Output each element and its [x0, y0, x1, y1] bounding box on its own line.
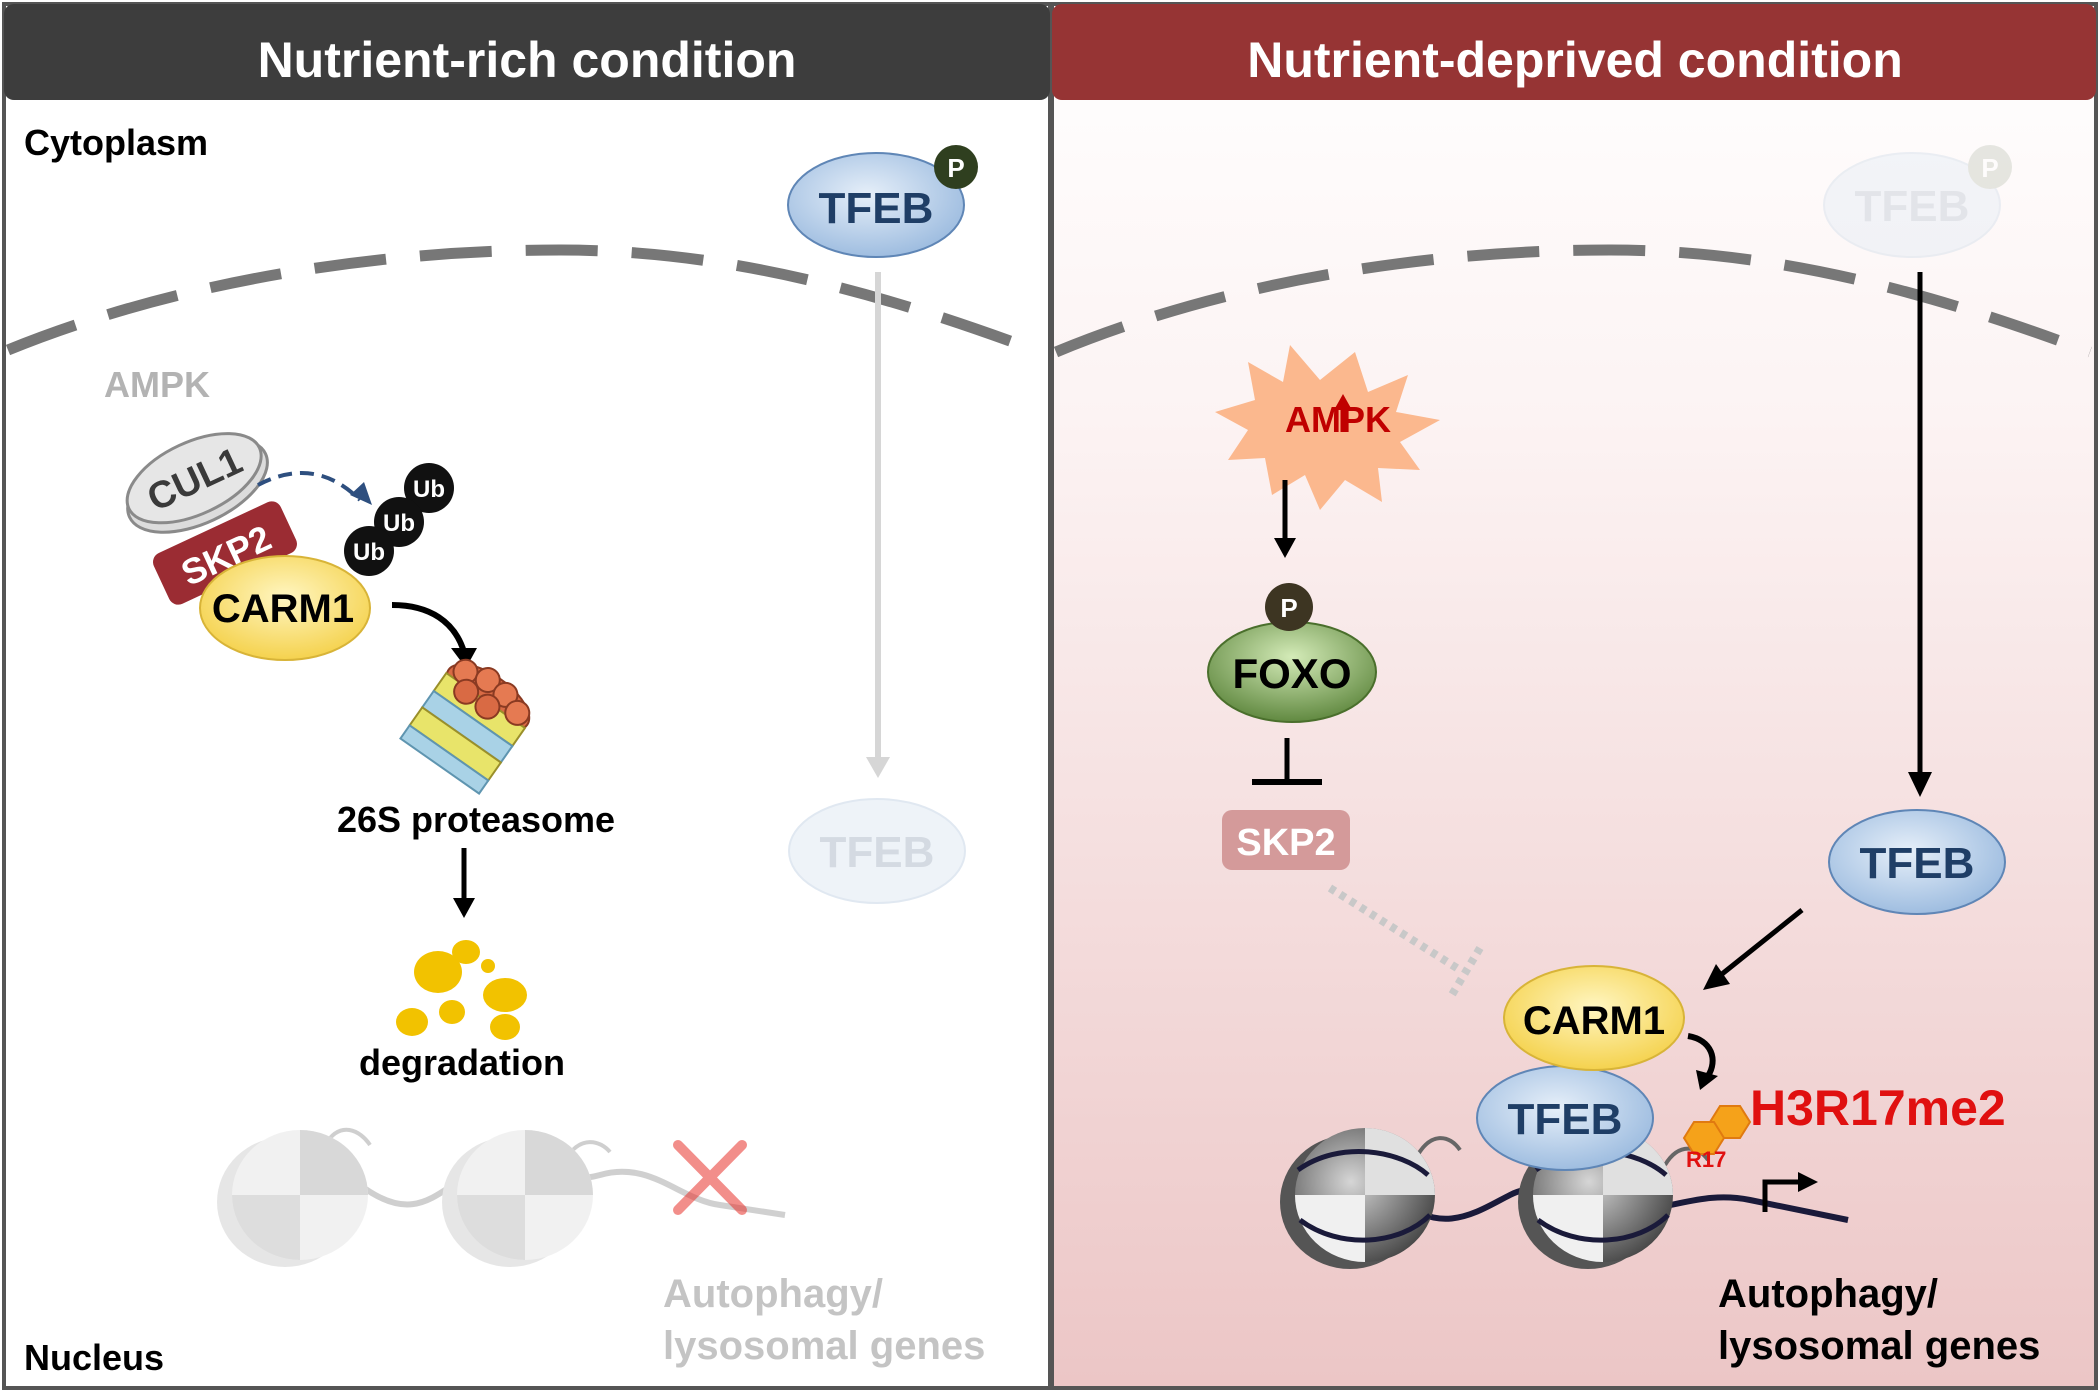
left-header-title: Nutrient-rich condition: [258, 32, 797, 88]
degradation-label: degradation: [359, 1042, 565, 1083]
right-header-bar: [1052, 4, 2096, 100]
proteasome-icon: [399, 658, 531, 795]
r17-label: R17: [1686, 1147, 1726, 1172]
genes-label-line2: lysosomal genes: [1718, 1324, 2040, 1368]
ampk-label-faded: AMPK: [104, 364, 210, 405]
left-panel: Nutrient-rich condition Cytoplasm TFEB P…: [2, 2, 1052, 1390]
right-header-title: Nutrient-deprived condition: [1247, 32, 1903, 88]
tfeb-nucleus-right: TFEB: [1828, 809, 2006, 915]
skp2-label: SKP2: [1236, 822, 1335, 864]
chromatin-left-faded: [217, 1127, 786, 1267]
ub-tag: Ub: [383, 510, 415, 537]
ampk-burst-icon: AMPK: [1215, 345, 1440, 510]
phospho-label: P: [1981, 153, 1998, 183]
carm1-label: CARM1: [212, 587, 354, 631]
tfeb-label: TFEB: [820, 828, 935, 877]
nuclear-envelope: [1053, 244, 2092, 358]
h3r17me2-label: H3R17me2: [1750, 1080, 2006, 1136]
h3r17me2-mark-icon: [1682, 1105, 1752, 1155]
skp2-right-faded: SKP2: [1222, 810, 1350, 870]
proteasome-label: 26S proteasome: [337, 799, 615, 840]
tfeb-label: TFEB: [1855, 182, 1970, 231]
phospho-icon: [934, 145, 978, 189]
transcription-start-arrow-icon: [1762, 1172, 1818, 1212]
genes-label-faded-line1: Autophagy/: [663, 1272, 883, 1316]
nucleosome-icon: [442, 1137, 578, 1267]
tfeb-to-carm1-arrow: [1720, 908, 1804, 976]
degradation-fragments: [396, 940, 527, 1040]
nuclear-envelope: [5, 244, 1042, 358]
genes-label-faded-line2: lysosomal genes: [663, 1324, 985, 1368]
tfeb-nucleus-left: TFEB: [788, 798, 966, 904]
tfeb-cytoplasm-left: TFEB P: [787, 145, 978, 258]
tfeb-label: TFEB: [1860, 839, 1975, 888]
methylation-arrow: [1687, 1033, 1716, 1078]
skp2-block: [153, 501, 297, 605]
carm1-label: CARM1: [1523, 999, 1665, 1043]
left-header-bar: [4, 4, 1050, 100]
phospho-label: P: [947, 153, 964, 183]
skp2-inhibits-carm1-faded: [1327, 884, 1463, 974]
skp2-block: [1222, 810, 1350, 870]
phospho-icon: [1265, 583, 1313, 631]
cul1-skp2-carm1-complex: CUL1 SKP2 CARM1: [125, 432, 371, 661]
tfeb-complex: TFEB: [1476, 1065, 1654, 1171]
nucleosome-icon: [217, 1137, 353, 1267]
tfeb-label: TFEB: [1508, 1095, 1623, 1144]
foxo-node: FOXO P: [1207, 583, 1377, 723]
right-panel: Nutrient-deprived condition TFEB P TFEB …: [1050, 2, 2098, 1390]
carm1-to-proteasome-arrow: [391, 602, 467, 653]
phospho-icon: [1968, 145, 2012, 189]
degradation-cross-icon: [673, 1140, 747, 1215]
ubiquitination-arrow: [257, 471, 362, 502]
ubiquitin-chain: Ub Ub Ub: [344, 463, 454, 576]
ub-tag: Ub: [353, 539, 385, 566]
foxo-label: FOXO: [1232, 650, 1351, 697]
ub-tag: Ub: [413, 476, 445, 503]
nucleus-label: Nucleus: [24, 1337, 164, 1378]
tfeb-label: TFEB: [819, 184, 934, 233]
carm1-oval: [199, 555, 371, 661]
genes-label-line1: Autophagy/: [1718, 1272, 1938, 1316]
carm1-right: CARM1: [1503, 965, 1685, 1071]
phospho-label: P: [1280, 593, 1297, 623]
cytoplasm-label: Cytoplasm: [24, 122, 208, 163]
tfeb-cytoplasm-right-faded: TFEB P: [1823, 145, 2012, 258]
